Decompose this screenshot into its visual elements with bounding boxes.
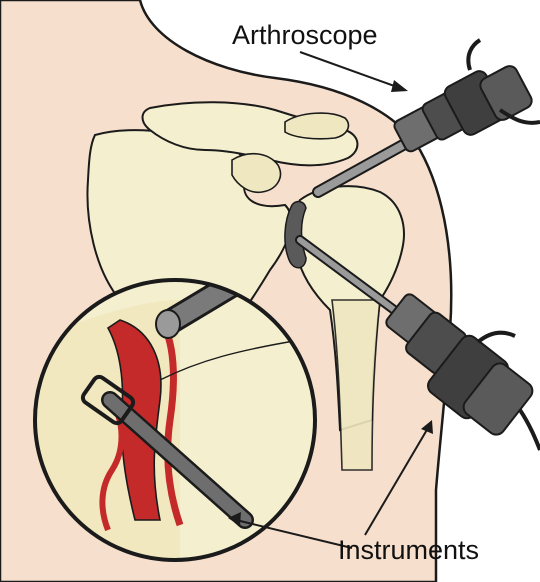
instruments-label: Instruments (338, 535, 479, 565)
clavicle-bone (285, 113, 348, 139)
magnified-inset (35, 280, 315, 560)
arthroscope-label: Arthroscope (232, 20, 378, 50)
